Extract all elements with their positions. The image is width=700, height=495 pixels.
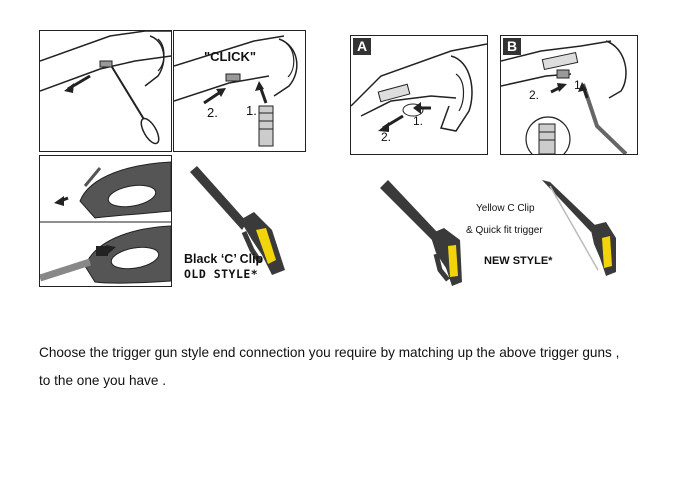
new-style-trigger-gun-image-side [378,178,470,286]
a-step-2-label: 2. [381,130,392,144]
new-style-diagram-a: A 1. 2. [350,35,488,155]
old-style-release-diagram [39,155,172,287]
b-step-2-label: 2. [529,88,540,102]
old-style-trigger-gun-image [182,160,292,275]
old-style-unclip-diagram [39,30,172,152]
new-style-trigger-gun-image-front [536,178,622,278]
panel-a-label: A [353,38,371,55]
old-style-clip-label: Black ‘C’ Clip [184,252,264,266]
instruction-line-2: to the one you have . [39,373,166,388]
step-2-label: 2. [207,105,218,120]
a-step-1-label: 1. [413,114,424,128]
old-style-click-diagram: "CLICK" 1. 2. [173,30,306,152]
step-1-label: 1. [246,103,257,118]
b-step-1-label: 1. [574,78,585,92]
old-style-label: OLD STYLE* [184,267,259,281]
new-style-clip-label: Yellow C Clip [476,203,535,214]
new-style-label: NEW STYLE* [484,255,553,267]
new-style-diagram-b: B 1. 2. [500,35,638,155]
new-style-trigger-label: & Quick fit trigger [466,225,543,236]
click-label: "CLICK" [204,49,257,64]
panel-b-label: B [503,38,521,55]
instruction-line-1: Choose the trigger gun style end connect… [39,345,620,360]
